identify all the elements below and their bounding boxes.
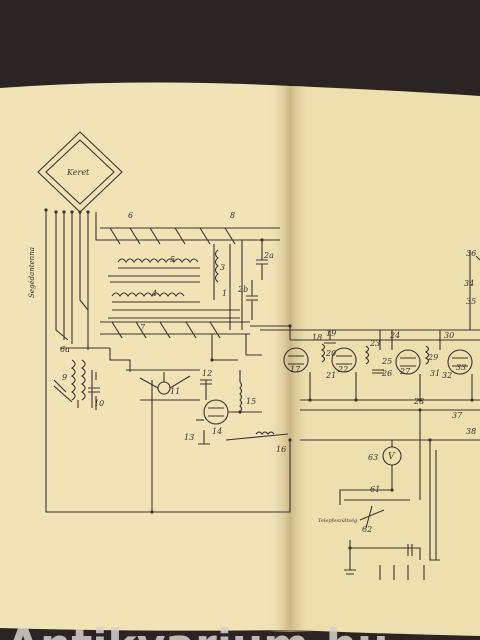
label-63: 63 (368, 453, 378, 462)
label-33: 33 (456, 363, 466, 372)
label-7: 7 (140, 323, 146, 332)
label-4: 4 (151, 289, 157, 298)
label-36: 36 (466, 249, 476, 258)
label-13: 13 (184, 433, 194, 442)
label-31: 31 (430, 369, 440, 378)
selector-note: Telepfeszültség (318, 517, 357, 524)
junction-dots (44, 208, 474, 550)
side-antenna-label: Segédantenna (28, 247, 36, 298)
label-22: 22 (337, 365, 348, 374)
label-9: 9 (62, 373, 67, 382)
label-10: 10 (94, 399, 104, 408)
label-38: 38 (466, 427, 476, 436)
label-16: 16 (276, 445, 286, 454)
label-17: 17 (290, 365, 301, 374)
watermark: Antikvarium.hu (6, 620, 388, 640)
voltmeter-label: V (388, 452, 396, 462)
label-14: 14 (212, 427, 222, 436)
label-62: 62 (362, 525, 372, 534)
label-28: 28 (413, 397, 424, 406)
label-25: 25 (381, 357, 392, 366)
label-11: 11 (170, 387, 180, 396)
label-1: 1 (222, 289, 227, 298)
antenna-label: Keret (66, 168, 90, 177)
label-32: 32 (442, 371, 452, 380)
label-20: 20 (325, 349, 336, 358)
label-23: 23 (369, 339, 380, 348)
label-29: 29 (427, 353, 438, 362)
label-61: 61 (370, 485, 380, 494)
label-6a: 6a (60, 345, 70, 354)
label-18: 18 (312, 333, 322, 342)
label-3: 3 (220, 263, 225, 272)
label-19: 19 (326, 329, 336, 338)
wiring (45, 210, 480, 580)
label-5: 5 (170, 255, 175, 264)
label-12: 12 (202, 369, 212, 378)
label-30: 30 (444, 331, 454, 340)
label-8: 8 (230, 211, 235, 220)
component-labels: 6 8 5 4 3 2a 2b 1 6a 9 10 7 11 12 13 14 … (60, 211, 476, 534)
label-6: 6 (128, 211, 133, 220)
label-15: 15 (246, 397, 256, 406)
label-34: 34 (464, 279, 474, 288)
label-2b: 2b (237, 285, 248, 294)
label-27: 27 (399, 367, 411, 376)
label-37: 37 (452, 411, 463, 420)
label-2a: 2a (263, 251, 274, 260)
label-26: 26 (381, 369, 392, 378)
label-35: 35 (466, 297, 476, 306)
label-21: 21 (325, 371, 336, 380)
label-24: 24 (389, 331, 400, 340)
